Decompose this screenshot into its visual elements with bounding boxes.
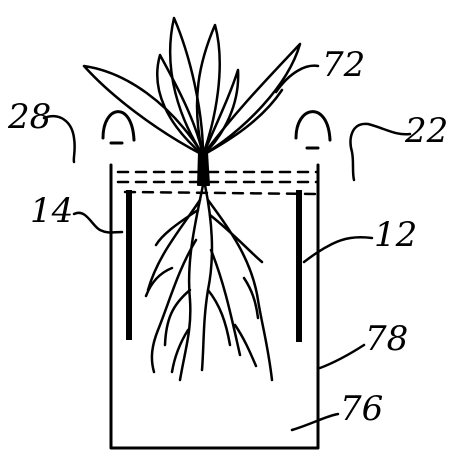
leader-14	[72, 211, 124, 234]
label-container-78: 78	[365, 319, 408, 359]
leader-28	[42, 115, 76, 164]
label-electrode-14: 14	[30, 191, 73, 231]
leader-72	[274, 64, 320, 94]
leader-12	[302, 236, 374, 264]
leader-22	[349, 122, 412, 182]
liquid-surface	[116, 170, 320, 196]
leader-lines	[42, 64, 412, 432]
plant-stem	[197, 151, 210, 186]
plant-leaves	[82, 16, 302, 157]
left-electrode	[101, 110, 136, 340]
container	[109, 163, 320, 450]
label-interior-76: 76	[340, 389, 383, 429]
leader-78	[318, 343, 366, 370]
leader-76	[290, 412, 340, 432]
label-hook-22: 22	[404, 111, 448, 151]
label-plant-72: 72	[322, 45, 365, 85]
right-electrode	[294, 110, 332, 342]
label-hook-28: 28	[7, 97, 51, 137]
plant-roots	[144, 183, 274, 382]
label-electrode-12: 12	[374, 215, 417, 255]
